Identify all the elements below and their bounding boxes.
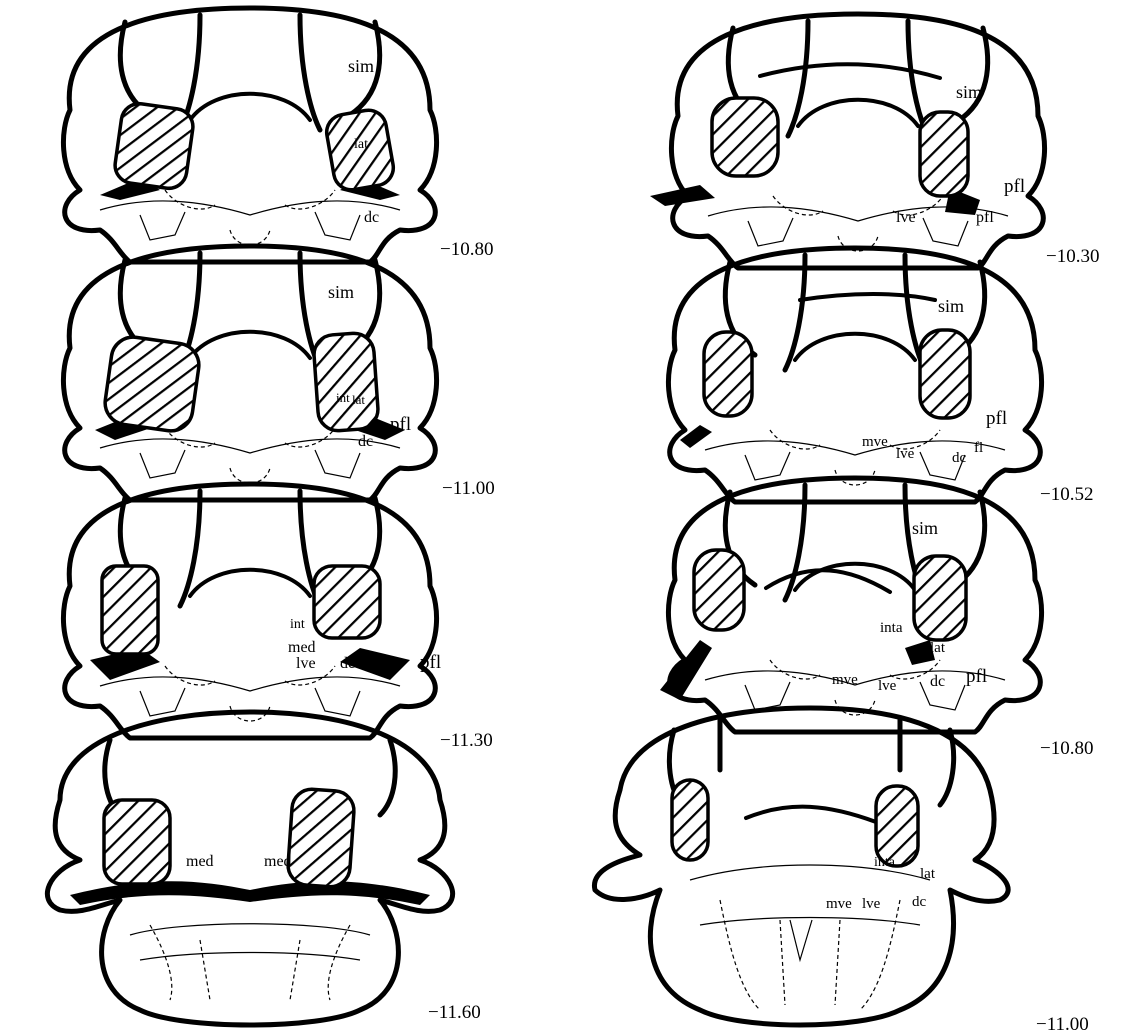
- lesion-left-3-a: [102, 566, 158, 654]
- label-int: int: [290, 617, 305, 632]
- label-dc: dc: [364, 209, 379, 226]
- lesion-right-1-a: [712, 98, 778, 176]
- section-right-1: sim pfl lve pfl −10.30: [650, 14, 1099, 268]
- lesion-left-1-a: [113, 101, 195, 190]
- label-lve: lve: [862, 896, 881, 912]
- label-lat: lat: [352, 392, 365, 407]
- label-med: med: [288, 639, 316, 656]
- label-dc: dc: [952, 450, 967, 466]
- lesion-right-1-b: [920, 112, 968, 196]
- label-lve: lve: [896, 209, 916, 226]
- section-right-2: sim pfl mve lve dc fl −10.52: [668, 248, 1093, 505]
- label-mve: mve: [862, 434, 888, 450]
- label-sim: sim: [938, 296, 964, 316]
- label-pfl-2: pfl: [976, 209, 994, 226]
- label-int: int: [336, 390, 350, 405]
- label-med: med: [264, 853, 292, 870]
- label-pfl: pfl: [966, 666, 987, 687]
- lesion-right-4-a: [672, 780, 708, 860]
- coordinate-label: −11.00: [1036, 1014, 1089, 1035]
- label-pfl: pfl: [390, 414, 411, 435]
- label-pfl: pfl: [986, 408, 1007, 429]
- label-mve: mve: [826, 896, 852, 912]
- lesion-left-2-a: [102, 334, 201, 433]
- label-dc: dc: [930, 673, 945, 690]
- label-lve: lve: [296, 655, 316, 672]
- label-lat: lat: [930, 640, 946, 656]
- lesion-right-2-b: [920, 330, 970, 418]
- lesion-right-3-a: [694, 550, 744, 630]
- label-lat: lat: [920, 866, 936, 882]
- coordinate-label: −11.30: [440, 730, 493, 751]
- section-right-4: inta lat mve lve dc −11.00: [594, 708, 1088, 1035]
- label-pfl: pfl: [1004, 176, 1025, 197]
- label-sim: sim: [912, 518, 938, 538]
- label-pfl: pfl: [420, 652, 441, 673]
- lesion-right-2-a: [704, 332, 752, 416]
- label-lat: lat: [354, 137, 368, 152]
- coordinate-label: −10.80: [440, 239, 493, 260]
- coordinate-label: −11.60: [428, 1002, 481, 1023]
- label-dc: dc: [358, 433, 373, 450]
- label-mve: mve: [832, 672, 858, 688]
- label-dc: dc: [340, 655, 355, 672]
- section-left-4: med med −11.60: [47, 712, 480, 1025]
- label-sim: sim: [328, 282, 354, 302]
- lesion-right-4-b: [876, 786, 918, 866]
- coordinate-label: −10.80: [1040, 738, 1093, 759]
- lesion-left-3-b: [314, 566, 380, 638]
- label-dc: dc: [912, 894, 927, 910]
- label-sim: sim: [956, 82, 982, 102]
- label-lve: lve: [878, 678, 897, 694]
- coordinate-label: −10.30: [1046, 246, 1099, 267]
- coordinate-label: −11.00: [442, 478, 495, 499]
- coordinate-label: −10.52: [1040, 484, 1093, 505]
- label-fl: fl: [974, 440, 983, 456]
- label-lve: lve: [896, 446, 915, 462]
- lesion-left-4-b: [287, 788, 356, 888]
- label-sim: sim: [348, 56, 374, 76]
- section-left-1: sim lat dc −10.80: [63, 8, 493, 262]
- label-inta: inta: [880, 620, 903, 636]
- section-left-2: sim int lat pfl dc −11.00: [63, 246, 494, 500]
- lesion-right-3-b: [914, 556, 966, 640]
- label-inta: inta: [874, 855, 896, 870]
- label-med: med: [186, 853, 214, 870]
- lesion-left-2-b: [313, 332, 380, 432]
- lesion-left-4-a: [104, 800, 170, 884]
